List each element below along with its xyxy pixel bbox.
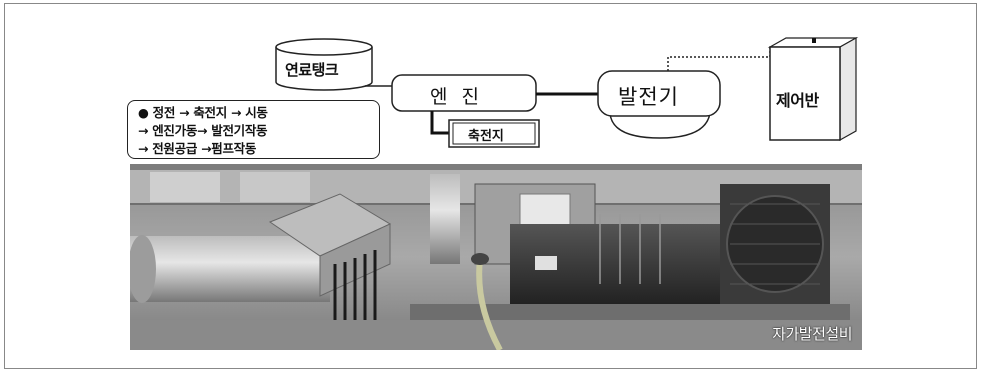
control-panel-shape: [767, 36, 859, 142]
fuel-tank-label: 연료탱크: [285, 61, 339, 79]
process-note-line: → 엔진가동→ 발전기작동: [138, 123, 268, 138]
control-signal-line: [667, 45, 771, 71]
fuel-tank-shape: [275, 38, 373, 91]
battery-line: [430, 111, 454, 135]
control-panel-label: 제어반: [776, 91, 819, 110]
generator-photo-illustration: [130, 164, 862, 350]
generator-shape: [597, 70, 721, 139]
process-note: ● 정전 → 축전지 → 시동 → 엔진가동→ 발전기작동 → 전원공급 →펌프…: [127, 100, 380, 159]
battery-label: 축전지: [468, 129, 504, 144]
photo-caption: 자가발전설비: [772, 325, 852, 343]
engine-label: 엔 진: [430, 86, 483, 108]
generator-photo: 자가발전설비: [130, 164, 862, 350]
generator-label: 발전기: [618, 85, 679, 109]
figure-frame: [4, 3, 977, 369]
process-note-line: ● 정전 → 축전지 → 시동: [138, 105, 268, 120]
battery-box-inner: [452, 122, 536, 145]
process-note-line: → 전원공급 →펌프작동: [138, 141, 257, 156]
